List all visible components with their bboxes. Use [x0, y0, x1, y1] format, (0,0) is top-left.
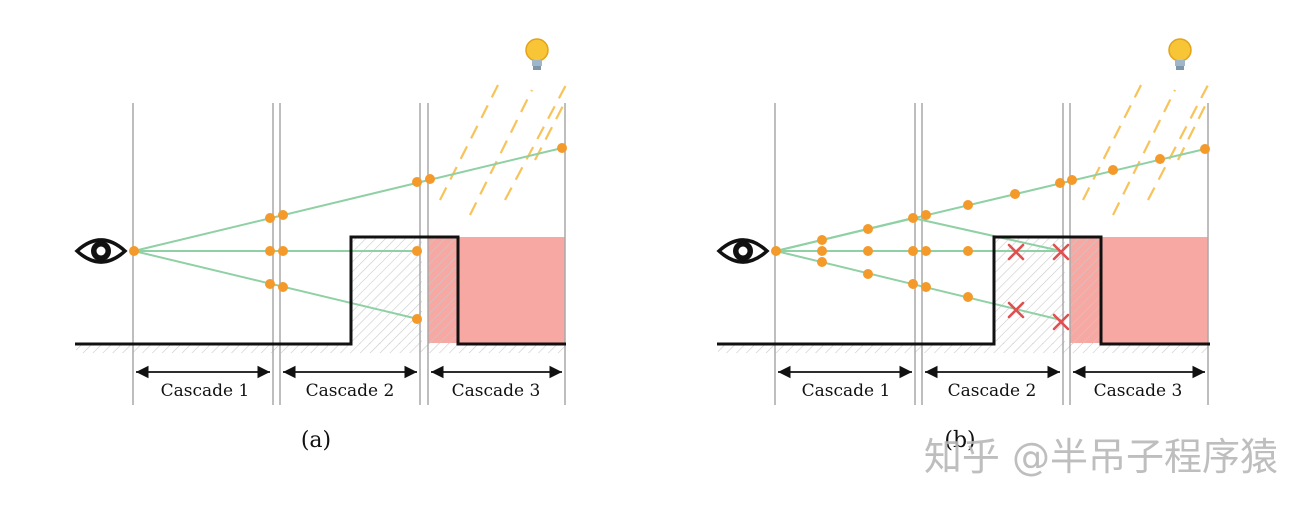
light-streaks: [439, 84, 567, 216]
light-streaks: [1082, 84, 1209, 216]
blocked-marks: [1007, 243, 1070, 331]
hatched-region: [352, 238, 422, 344]
watermark: 知乎 @半吊子程序猿: [924, 435, 1278, 479]
panel-b: Cascade 1 Cascade 2 Cascade 3 (b): [716, 38, 1210, 453]
cascade-label-1: Cascade 1: [802, 381, 891, 401]
cascade-label-2: Cascade 2: [306, 381, 395, 401]
eye-icon: [716, 238, 770, 264]
sample-points: [771, 144, 1210, 302]
blocked-x-icon: [1007, 301, 1025, 319]
occluder-outline: [717, 235, 1210, 346]
panel-caption-b: (b): [944, 428, 975, 453]
hatched-region: [1070, 238, 1100, 344]
blocked-x-icon: [1052, 243, 1070, 261]
panel-a: Cascade 1 Cascade 2 Cascade 3 (a): [74, 38, 567, 453]
panel-caption-a: (a): [301, 428, 331, 453]
blocked-x-icon: [1052, 313, 1070, 331]
hatched-region: [428, 238, 458, 344]
occluder-outline: [75, 235, 566, 346]
cascade-label-3: Cascade 3: [1094, 381, 1183, 401]
hatched-region: [76, 343, 566, 353]
eye-icon: [74, 238, 128, 264]
cascade-label-2: Cascade 2: [948, 381, 1037, 401]
cascade-label-1: Cascade 1: [161, 381, 250, 401]
light-bulb-icon: [1168, 38, 1192, 70]
rays: [133, 147, 563, 320]
hatched-region: [995, 238, 1065, 344]
cascade-label-3: Cascade 3: [452, 381, 541, 401]
cascade-dividers: [132, 103, 566, 405]
sample-points: [129, 143, 567, 324]
light-bulb-icon: [525, 38, 549, 70]
blocked-x-icon: [1007, 243, 1025, 261]
hatched-region: [718, 343, 1210, 353]
